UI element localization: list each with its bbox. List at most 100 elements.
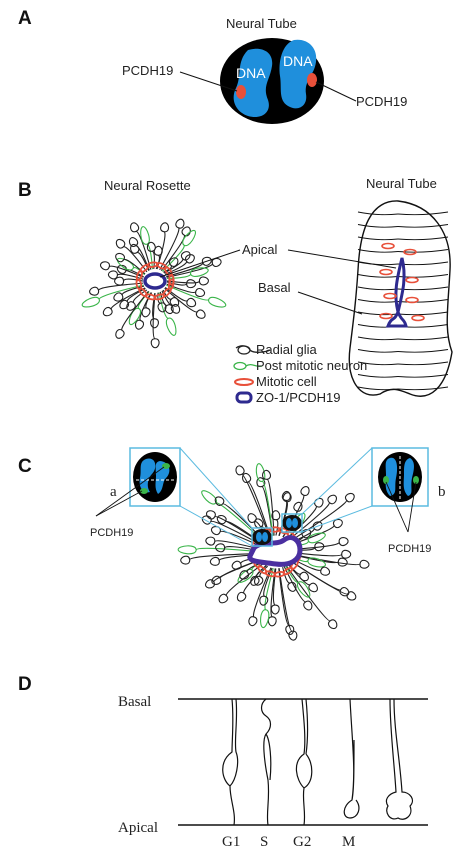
tube-radial-line	[397, 311, 449, 316]
rosette-c-radial-glia-cell	[292, 549, 352, 559]
legend-mitotic: Mitotic cell	[234, 374, 317, 389]
rosette-c-radial-glia-cell	[287, 563, 318, 593]
rosette-b-radial-glia-cell	[164, 287, 206, 319]
cell-g2	[295, 698, 313, 826]
rosette-b-radial-glia-cell	[156, 222, 170, 270]
rosette-b-radial-glia-cell	[164, 286, 197, 308]
tube-radial-line	[397, 299, 449, 303]
rosette-b-radial-glia-cell	[162, 289, 180, 307]
panel-a-title: Neural Tube	[226, 16, 297, 31]
pcdh19-label-c-right: PCDH19	[388, 543, 431, 555]
rosette-c-post-mitotic-neuron	[201, 490, 264, 542]
rosette-c-radial-glia-cell	[292, 542, 325, 552]
tube-radial-line	[397, 236, 449, 241]
rosette-c-radial-glia-cell	[282, 486, 310, 538]
basal-label-d: Basal	[118, 694, 151, 710]
rosette-b-radial-glia-cell	[163, 257, 179, 273]
tube-mitotic-cell	[411, 314, 425, 322]
rosette-c-radial-glia-cell	[289, 560, 350, 597]
rosette-c-radial-glia-cell	[278, 490, 291, 536]
phase-label-s: S	[260, 834, 268, 850]
rosette-b-radial-glia-cell	[164, 254, 195, 275]
rosette-c-radial-glia-cell	[292, 553, 370, 569]
phase-label-m: M	[342, 834, 355, 850]
rosette-b-radial-glia-cell	[115, 290, 149, 339]
rosette-b-radial-glia-cell	[163, 251, 191, 274]
rosette-c-radial-glia-cell	[239, 561, 264, 580]
pcdh19-label-right: PCDH19	[356, 94, 407, 109]
rosette-c-post-mitotic-neuron	[255, 463, 274, 536]
tube-radial-line	[357, 349, 399, 353]
rosette-b-radial-glia-cell	[167, 276, 209, 286]
rosette-c-radial-glia-cell	[283, 566, 313, 611]
rosette-b-radial-glia-cell	[166, 256, 212, 278]
tube-radial-line	[357, 236, 399, 241]
tube-mitotic-cell	[381, 242, 395, 250]
neural-tube-section	[348, 200, 453, 397]
panel-d-letter: D	[18, 674, 32, 695]
rosette-b-radial-glia-cell	[115, 238, 148, 273]
rosette-b-radial-glia-cell	[166, 279, 197, 289]
rosette-c-radial-glia-cell	[282, 566, 297, 592]
tube-radial-line	[357, 249, 399, 253]
tube-mitotic-cell	[379, 312, 393, 320]
rosette-c-radial-glia-cell	[218, 562, 265, 604]
tube-radial-line	[357, 361, 399, 366]
rosette-c-radial-glia-cell	[216, 514, 263, 544]
apical-label-d: Apical	[118, 820, 158, 836]
rosette-b-radial-glia-cell	[161, 290, 181, 314]
legend-zo1: ZO-1/PCDH19	[235, 390, 341, 405]
cell-g1	[222, 698, 239, 826]
neural-rosette-b	[81, 218, 227, 349]
inset-a: a PCDH19	[90, 447, 253, 547]
rosette-b-radial-glia-cell	[102, 287, 146, 317]
rosette-c-radial-glia-cell	[292, 537, 349, 550]
dna-label-left: DNA	[236, 65, 266, 81]
cell-type-legend: Radial glia Post mitotic neuron Mitotic …	[233, 342, 367, 405]
pcdh19-label-left: PCDH19	[122, 63, 173, 78]
rosette-b-post-mitotic-neuron	[140, 226, 153, 270]
rosette-c-radial-glia-cell	[289, 521, 323, 544]
cell-dividing	[385, 698, 414, 820]
apical-leader-tube	[287, 249, 397, 269]
rosette-b-post-mitotic-neuron	[166, 267, 209, 280]
rosette-c-radial-glia-cell	[205, 536, 260, 550]
rosette-b-radial-glia-cell	[150, 293, 159, 329]
rosette-b-post-mitotic-neuron	[81, 284, 144, 308]
rosette-c-radial-glia-cell	[286, 497, 324, 540]
phase-label-g1: G1	[222, 834, 240, 850]
rosette-c-radial-glia-cell	[235, 465, 271, 537]
tube-mitotic-cell	[403, 248, 417, 256]
tube-mitotic-cell	[405, 276, 419, 284]
legend-label-mitotic: Mitotic cell	[256, 374, 317, 389]
tube-radial-line	[357, 374, 399, 378]
rosette-b-radial-glia-cell	[114, 276, 144, 286]
panel-b-letter: B	[18, 180, 32, 201]
panel-d: D Basal Apical G1 S G2 M	[18, 674, 428, 850]
pcdh19-leader-right	[315, 81, 357, 102]
rosette-c-radial-glia-cell	[209, 554, 260, 566]
cell-nucleus-a: DNA DNA	[220, 38, 324, 124]
lumen-dividing-cells	[251, 513, 303, 547]
rosette-c-radial-glia-cell	[288, 492, 355, 543]
basal-label: Basal	[258, 280, 291, 295]
rosette-c-radial-glia-cell	[211, 558, 262, 585]
rosette-b-radial-glia-cell	[166, 283, 206, 297]
tube-mitotic-cells	[379, 242, 425, 322]
tube-radial-line	[357, 336, 399, 341]
rosette-c-radial-glia-cell	[242, 472, 271, 537]
rosette-c-radial-glia-cell	[287, 494, 337, 541]
rosette-b-radial-glia-cell	[113, 285, 145, 302]
rosette-c-radial-glia-cell	[247, 513, 268, 539]
rosette-b-radial-glia-cell	[160, 226, 191, 271]
rosette-c-radial-glia-cell	[259, 567, 273, 606]
rosette-c-radial-glia-cell	[278, 568, 298, 641]
tube-radial-line	[357, 311, 399, 316]
basal-leader-tube	[297, 291, 363, 315]
rosette-c-radial-glia-cell	[271, 510, 281, 536]
rosette-title: Neural Rosette	[104, 178, 191, 193]
rosette-c-radial-glia-cell	[248, 567, 272, 627]
rosette-b-radial-glia-cell	[89, 282, 144, 296]
rosette-b-post-mitotic-neuron	[158, 292, 177, 336]
